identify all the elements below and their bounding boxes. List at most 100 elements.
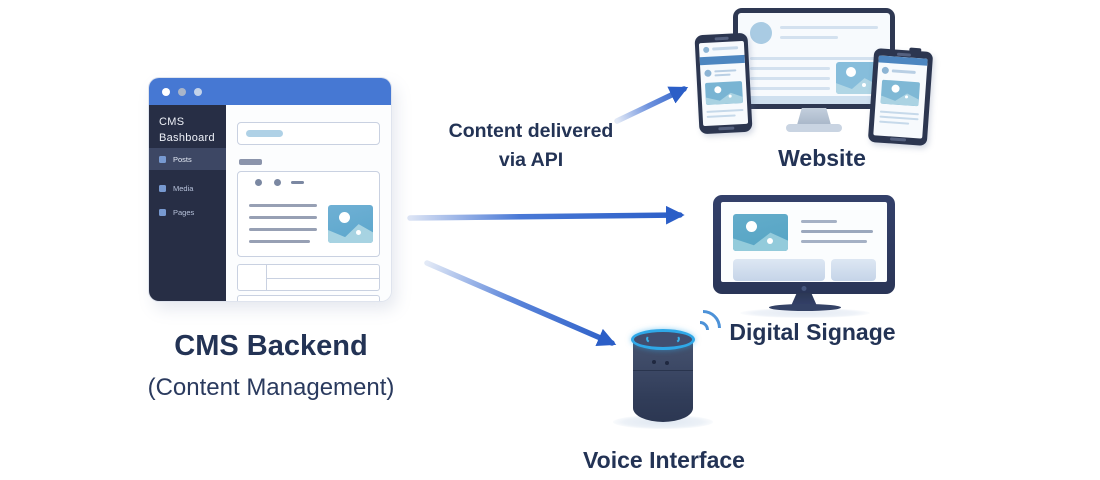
signage-screen bbox=[721, 202, 887, 282]
small-dot bbox=[862, 83, 866, 87]
smart-speaker-illustration bbox=[633, 340, 693, 422]
signage-stand bbox=[791, 293, 817, 306]
sun-circle bbox=[891, 84, 900, 93]
cms-sidebar: CMS Bashboard Posts Media Pages bbox=[149, 105, 226, 301]
small-dot bbox=[767, 238, 773, 244]
sidebar-item-label: Media bbox=[173, 183, 194, 193]
website-tablet-illustration bbox=[867, 47, 934, 146]
website-label: Website bbox=[778, 145, 866, 171]
phone-home-button bbox=[717, 126, 734, 131]
text-pill-placeholder bbox=[246, 130, 283, 137]
sun-circle bbox=[714, 86, 722, 94]
signage-stand-base bbox=[769, 304, 841, 311]
text-line-placeholder bbox=[750, 77, 830, 80]
image-placeholder-icon bbox=[733, 214, 788, 251]
sun-circle bbox=[339, 212, 350, 223]
toolbar-dash-icon bbox=[291, 181, 304, 184]
text-line-placeholder bbox=[879, 120, 910, 125]
small-dot bbox=[356, 230, 361, 235]
avatar-circle bbox=[881, 66, 890, 75]
text-line-placeholder bbox=[801, 230, 873, 233]
sidebar-item-pages: Pages bbox=[149, 201, 226, 223]
digital-signage-illustration bbox=[713, 195, 895, 294]
table-row-skeleton bbox=[237, 295, 380, 301]
speaker-top-ring-icon bbox=[631, 329, 695, 350]
mountain-shape bbox=[328, 224, 373, 243]
table-divider bbox=[266, 265, 267, 290]
text-line-placeholder bbox=[706, 108, 744, 113]
text-line-placeholder bbox=[801, 240, 867, 243]
speaker-seam bbox=[633, 370, 693, 371]
avatar-circle bbox=[704, 69, 712, 77]
sidebar-title: CMS Bashboard bbox=[159, 114, 215, 146]
text-line-placeholder bbox=[249, 204, 317, 207]
website-phone-illustration bbox=[694, 32, 753, 135]
image-placeholder-icon bbox=[880, 79, 921, 107]
digital-signage-label: Digital Signage bbox=[729, 319, 896, 345]
tablet-home-button bbox=[889, 137, 906, 142]
mountain-shape bbox=[733, 232, 788, 251]
table-divider bbox=[266, 278, 379, 279]
cms-window-body: CMS Bashboard Posts Media Pages bbox=[149, 105, 391, 301]
phone-screen bbox=[698, 40, 749, 127]
text-line-placeholder bbox=[780, 36, 838, 39]
sun-circle bbox=[846, 67, 856, 77]
text-line-placeholder bbox=[891, 69, 916, 74]
text-line-placeholder bbox=[714, 73, 731, 77]
text-line-placeholder bbox=[712, 46, 739, 51]
title-input-skeleton bbox=[237, 122, 380, 145]
sidebar-title-line1: CMS bbox=[159, 116, 185, 128]
text-line-placeholder bbox=[750, 57, 878, 60]
window-titlebar bbox=[149, 78, 391, 105]
square-bullet-icon bbox=[159, 184, 166, 192]
toolbar-dot-icon bbox=[255, 179, 262, 186]
speaker-shadow bbox=[613, 415, 713, 429]
post-content-skeleton bbox=[237, 191, 380, 257]
square-bullet-icon bbox=[159, 155, 166, 163]
cms-main-panel bbox=[226, 105, 391, 301]
sidebar-item-media: Media bbox=[149, 177, 226, 199]
footer-band bbox=[738, 96, 890, 104]
text-line-placeholder bbox=[879, 115, 919, 121]
speaker-button-icon bbox=[665, 361, 669, 365]
table-skeleton bbox=[237, 264, 380, 291]
header-band bbox=[878, 55, 928, 66]
api-caption-line1: Content delivered bbox=[448, 120, 614, 142]
sidebar-item-label: Posts bbox=[173, 154, 192, 164]
sun-circle bbox=[746, 221, 757, 232]
voice-interface-label: Voice Interface bbox=[583, 447, 745, 473]
sidebar-title-line2: Bashboard bbox=[159, 132, 215, 144]
avatar-circle bbox=[750, 22, 772, 44]
mountain-shape bbox=[880, 89, 919, 106]
image-placeholder-icon bbox=[328, 205, 373, 243]
avatar-circle bbox=[703, 46, 710, 54]
window-dot-icon bbox=[178, 87, 186, 96]
image-placeholder-icon bbox=[704, 81, 744, 105]
monitor-stand bbox=[797, 108, 831, 125]
section-label-skeleton bbox=[239, 159, 262, 165]
content-block-placeholder bbox=[733, 259, 825, 281]
bezel-camera-icon bbox=[801, 286, 807, 291]
tablet-screen bbox=[873, 55, 928, 139]
cms-backend-sublabel: (Content Management) bbox=[147, 374, 395, 401]
text-line-placeholder bbox=[249, 228, 317, 231]
header-band bbox=[699, 54, 745, 66]
signage-shadow bbox=[740, 308, 870, 318]
square-bullet-icon bbox=[159, 208, 166, 216]
editor-toolbar-skeleton bbox=[237, 171, 380, 192]
monitor-stand-base bbox=[786, 124, 842, 132]
arrow-to-digital-signage bbox=[407, 205, 685, 225]
cms-backend-window: CMS Bashboard Posts Media Pages bbox=[149, 78, 391, 301]
sidebar-item-posts: Posts bbox=[149, 148, 226, 170]
window-dot-icon bbox=[162, 87, 170, 96]
window-dot-icon bbox=[194, 87, 202, 96]
text-line-placeholder bbox=[706, 114, 736, 118]
sidebar-item-label: Pages bbox=[173, 207, 195, 217]
toolbar-dot-icon bbox=[274, 179, 281, 186]
text-line-placeholder bbox=[801, 220, 837, 223]
text-line-placeholder bbox=[780, 26, 878, 29]
content-block-placeholder bbox=[831, 259, 876, 281]
text-line-placeholder bbox=[879, 110, 919, 116]
text-line-placeholder bbox=[249, 240, 310, 243]
